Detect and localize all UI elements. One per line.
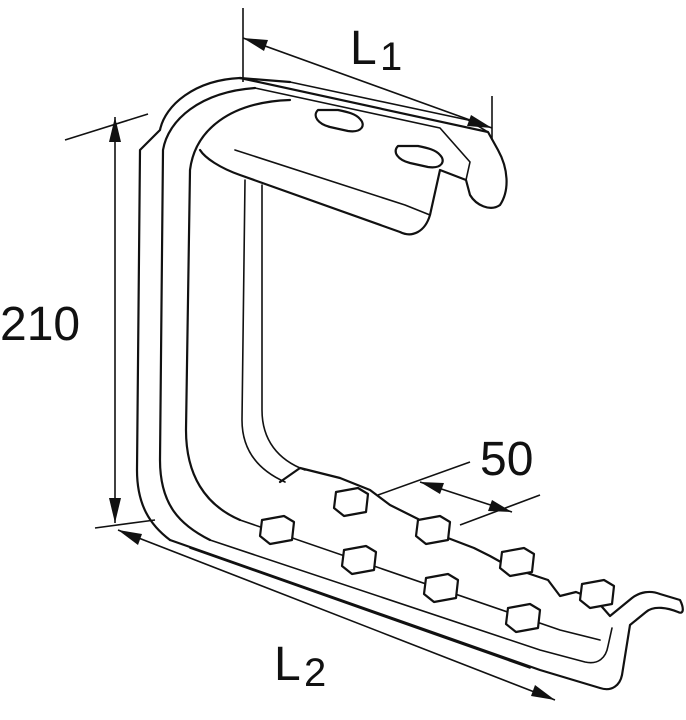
rail-tab [258,514,296,546]
spine-front-edge [158,86,257,542]
rail-tab [332,486,370,518]
spine-inner-groove [241,179,286,483]
l2-label-letter: L [274,638,301,691]
lower-rail-fold [209,539,613,664]
lower-rail-edge [189,547,531,669]
l1-label-letter: L [350,22,377,75]
l1-label-subscript: 1 [380,35,402,79]
rail-tab [422,572,460,604]
dimension-l2: L 2 [117,529,556,701]
dimension-l1: L 1 [242,8,493,140]
lower-rail-outline [168,466,684,691]
spine-inner-face [184,98,292,522]
rail-tab [340,544,378,576]
top-slot-2 [394,144,444,169]
dimension-spacing: 50 [377,433,541,526]
top-rail-outline [198,76,508,236]
rail-tab [414,514,452,546]
c-bracket [135,76,684,691]
l2-label-subscript: 2 [304,651,326,695]
height-label: 210 [0,298,80,351]
rail-tab [578,578,616,610]
top-slot-1 [314,108,364,133]
spine-inner-groove-2 [261,184,306,471]
dimension-height: 210 [0,113,156,529]
rail-tab [504,602,542,634]
spacing-label: 50 [480,433,533,486]
top-rail-lower-fold [234,149,431,216]
rail-tab [498,546,536,578]
top-rail-fold [254,87,471,181]
rail-tabs [258,486,616,634]
